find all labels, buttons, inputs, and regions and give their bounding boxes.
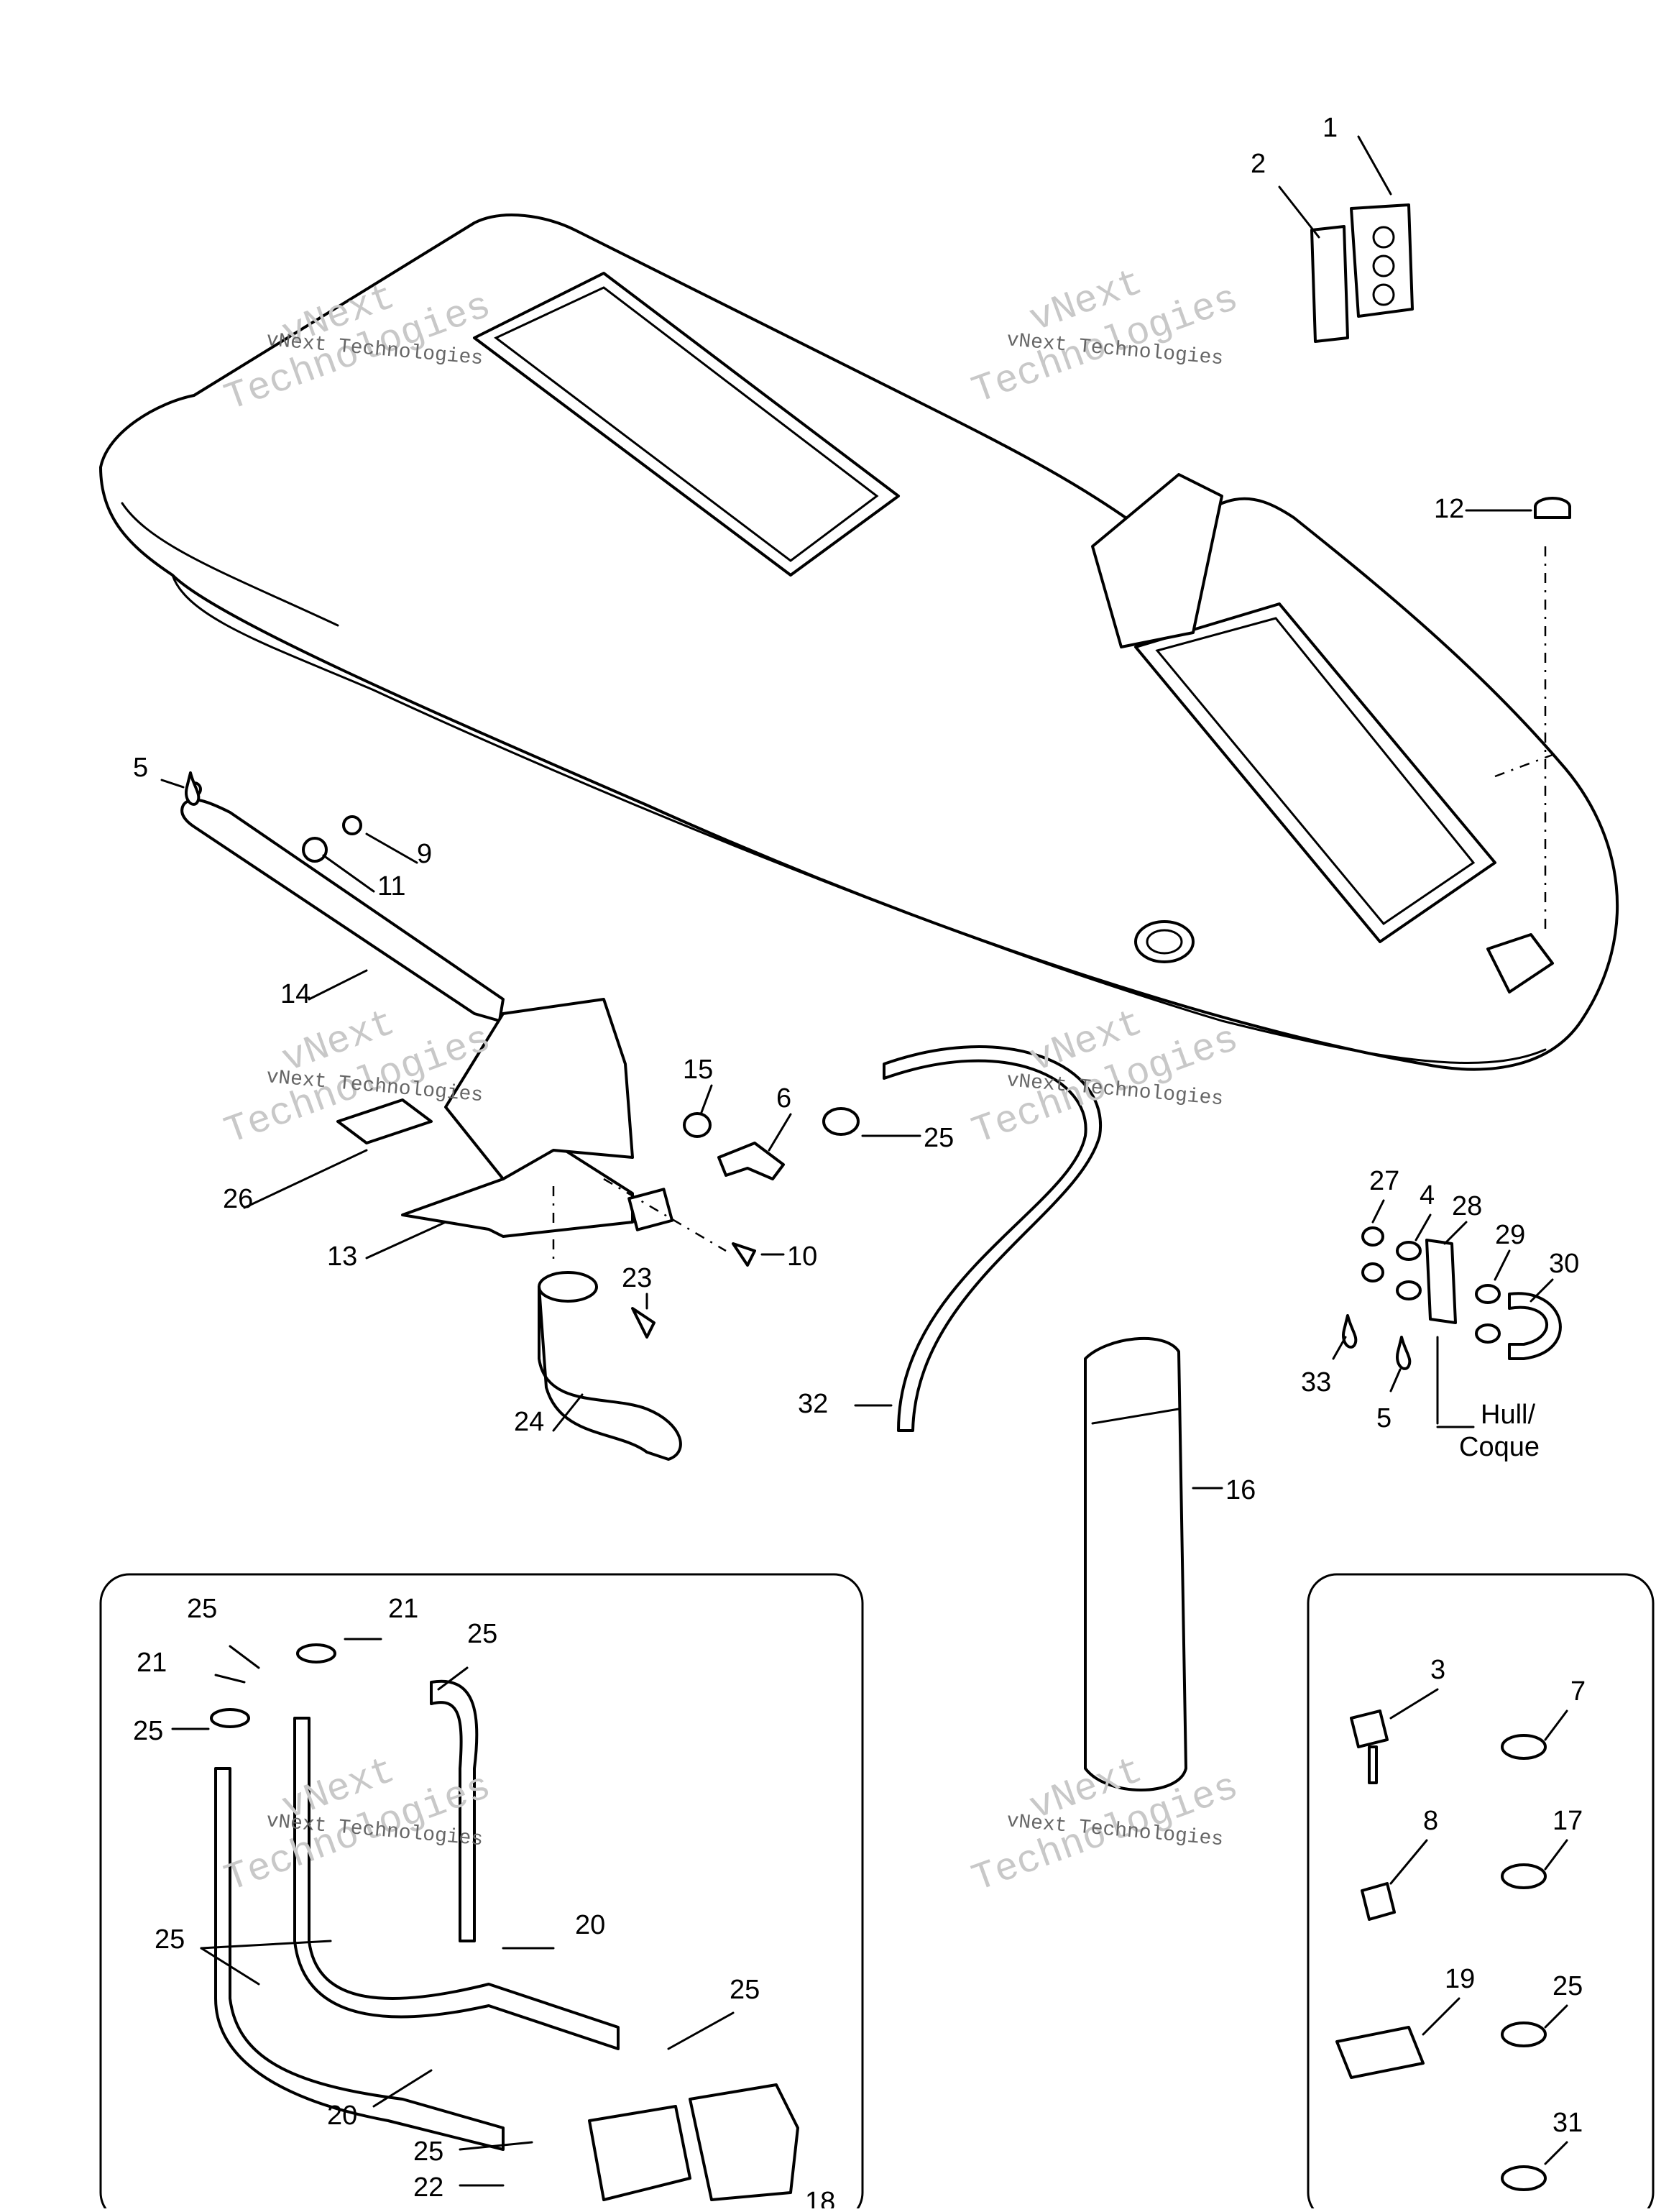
callout-25-f: 25 xyxy=(730,1975,760,2005)
callout-7: 7 xyxy=(1570,1676,1586,1707)
callout-4: 4 xyxy=(1420,1180,1435,1211)
inset-box-tubing xyxy=(99,1573,864,2212)
part-24-elbow xyxy=(538,1271,682,1461)
callout-8: 8 xyxy=(1423,1806,1438,1836)
callout-17: 17 xyxy=(1552,1806,1583,1836)
callout-32: 32 xyxy=(798,1389,828,1419)
callout-12: 12 xyxy=(1434,494,1464,524)
leader-lines xyxy=(160,135,1568,2187)
callout-25-h: 25 xyxy=(1552,1971,1583,2001)
callout-5-a: 5 xyxy=(133,753,148,783)
part-32-hose xyxy=(883,1045,1103,1432)
callout-10: 10 xyxy=(787,1242,817,1272)
callout-21-b: 21 xyxy=(137,1648,167,1678)
callout-15: 15 xyxy=(683,1055,713,1085)
callout-13: 13 xyxy=(327,1242,357,1272)
callout-20-a: 20 xyxy=(575,1910,605,1940)
callout-29: 29 xyxy=(1495,1220,1525,1250)
callout-9: 9 xyxy=(417,839,432,869)
callout-25-g: 25 xyxy=(413,2137,443,2167)
part-25-clamp-top xyxy=(822,1107,860,1136)
callout-18: 18 xyxy=(805,2187,835,2208)
callout-25-a: 25 xyxy=(924,1123,954,1153)
tubing-assembly xyxy=(210,1643,799,2201)
watermark-low-left: vNext Technologies vNext Technologies xyxy=(219,1749,497,1902)
callout-27: 27 xyxy=(1369,1166,1399,1196)
watermark-top-right: vNext Technologies vNext Technologies xyxy=(967,261,1244,414)
part-16-skeg xyxy=(1084,1336,1187,1791)
callout-labels: 1 2 12 5 9 11 14 26 13 24 23 10 15 6 25 … xyxy=(133,113,1586,2212)
callout-20-b: 20 xyxy=(327,2101,357,2131)
callout-24: 24 xyxy=(514,1407,544,1437)
callout-25-c: 25 xyxy=(467,1619,497,1649)
callout-23: 23 xyxy=(622,1263,652,1293)
callout-31: 31 xyxy=(1552,2108,1583,2138)
hull-label-en: Hull/ xyxy=(1481,1400,1535,1430)
callout-1: 1 xyxy=(1322,113,1338,143)
callout-21-a: 21 xyxy=(388,1594,418,1624)
part-12-plug xyxy=(1534,497,1571,519)
part-13-duct xyxy=(336,998,634,1238)
callout-25-d: 25 xyxy=(133,1716,163,1746)
callout-16: 16 xyxy=(1225,1475,1256,1505)
callout-5-b: 5 xyxy=(1376,1403,1392,1433)
callout-22: 22 xyxy=(413,2172,443,2203)
part-screen xyxy=(627,1188,674,1231)
callout-6: 6 xyxy=(776,1083,791,1114)
hull-body xyxy=(99,214,1619,1071)
part-14-rail xyxy=(180,781,505,1022)
callout-33: 33 xyxy=(1301,1367,1331,1398)
part-23-screw xyxy=(631,1307,656,1339)
callout-25-b: 25 xyxy=(187,1594,217,1624)
hardware-mount xyxy=(185,771,1562,1425)
callout-14: 14 xyxy=(280,979,310,1009)
callout-2: 2 xyxy=(1251,149,1266,179)
callout-26: 26 xyxy=(223,1184,253,1214)
watermark-low-right: vNext Technologies vNext Technologies xyxy=(967,1749,1244,1902)
callout-3: 3 xyxy=(1430,1655,1445,1685)
callout-28: 28 xyxy=(1452,1191,1482,1221)
callout-11: 11 xyxy=(377,871,405,901)
callout-19: 19 xyxy=(1445,1964,1475,1994)
part-10-screw xyxy=(732,1242,756,1267)
callout-25-e: 25 xyxy=(155,1924,185,1955)
watermark-mid-right: vNext Technologies vNext Technologies xyxy=(967,1001,1244,1155)
inset-box-fasteners xyxy=(1307,1573,1655,2212)
part-2-clip xyxy=(1310,225,1349,343)
hull-label-fr: Coque xyxy=(1459,1432,1540,1462)
part-6-fitting xyxy=(717,1142,785,1180)
callout-30: 30 xyxy=(1549,1249,1579,1279)
part-15-grommet xyxy=(683,1112,712,1138)
part-1-bracket xyxy=(1350,203,1414,318)
fasteners xyxy=(1335,1710,1547,2191)
